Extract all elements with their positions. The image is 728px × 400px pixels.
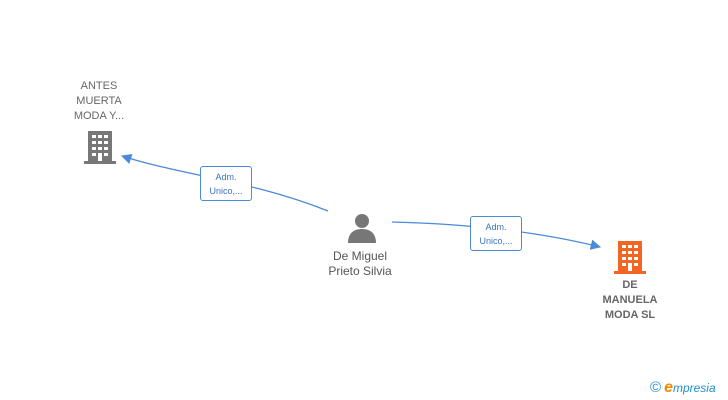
company-de-manuela-label-line: DE — [622, 279, 638, 291]
building-icon[interactable] — [614, 239, 646, 275]
edge-label-line: Adm. — [485, 222, 507, 232]
company-antes-muerta-label-line: MODA Y... — [73, 110, 125, 122]
empresia-logo-initial: e — [664, 379, 673, 396]
edge-label-line: Adm. — [215, 172, 237, 182]
company-de-manuela-label-line: MANUELA — [602, 294, 658, 306]
edge-label-adm-unico[interactable]: Adm. Unico,... — [200, 166, 252, 201]
person-label-line: Prieto Silvia — [328, 264, 392, 278]
company-antes-muerta-label[interactable]: ANTES MUERTA MODA Y... — [54, 79, 144, 124]
company-antes-muerta-label-line: ANTES — [80, 80, 118, 92]
person-de-miguel-label[interactable]: De Miguel Prieto Silvia — [305, 249, 415, 279]
empresia-logo-rest: mpresia — [672, 381, 716, 395]
empresia-logo-text: empresia — [664, 379, 716, 397]
person-label-line: De Miguel — [332, 249, 388, 263]
company-antes-muerta-label-line: MUERTA — [76, 95, 122, 107]
edge-label-line: Unico,... — [209, 186, 243, 196]
person-icon[interactable] — [346, 212, 378, 244]
edge-label-line: Unico,... — [479, 236, 513, 246]
company-de-manuela-label-line: MODA SL — [604, 309, 656, 321]
edge-label-adm-unico[interactable]: Adm. Unico,... — [470, 216, 522, 251]
empresia-watermark: © empresia — [650, 378, 716, 398]
company-de-manuela-label[interactable]: DE MANUELA MODA SL — [590, 278, 670, 323]
copyright-icon: © — [650, 379, 662, 396]
building-icon[interactable] — [84, 129, 116, 165]
